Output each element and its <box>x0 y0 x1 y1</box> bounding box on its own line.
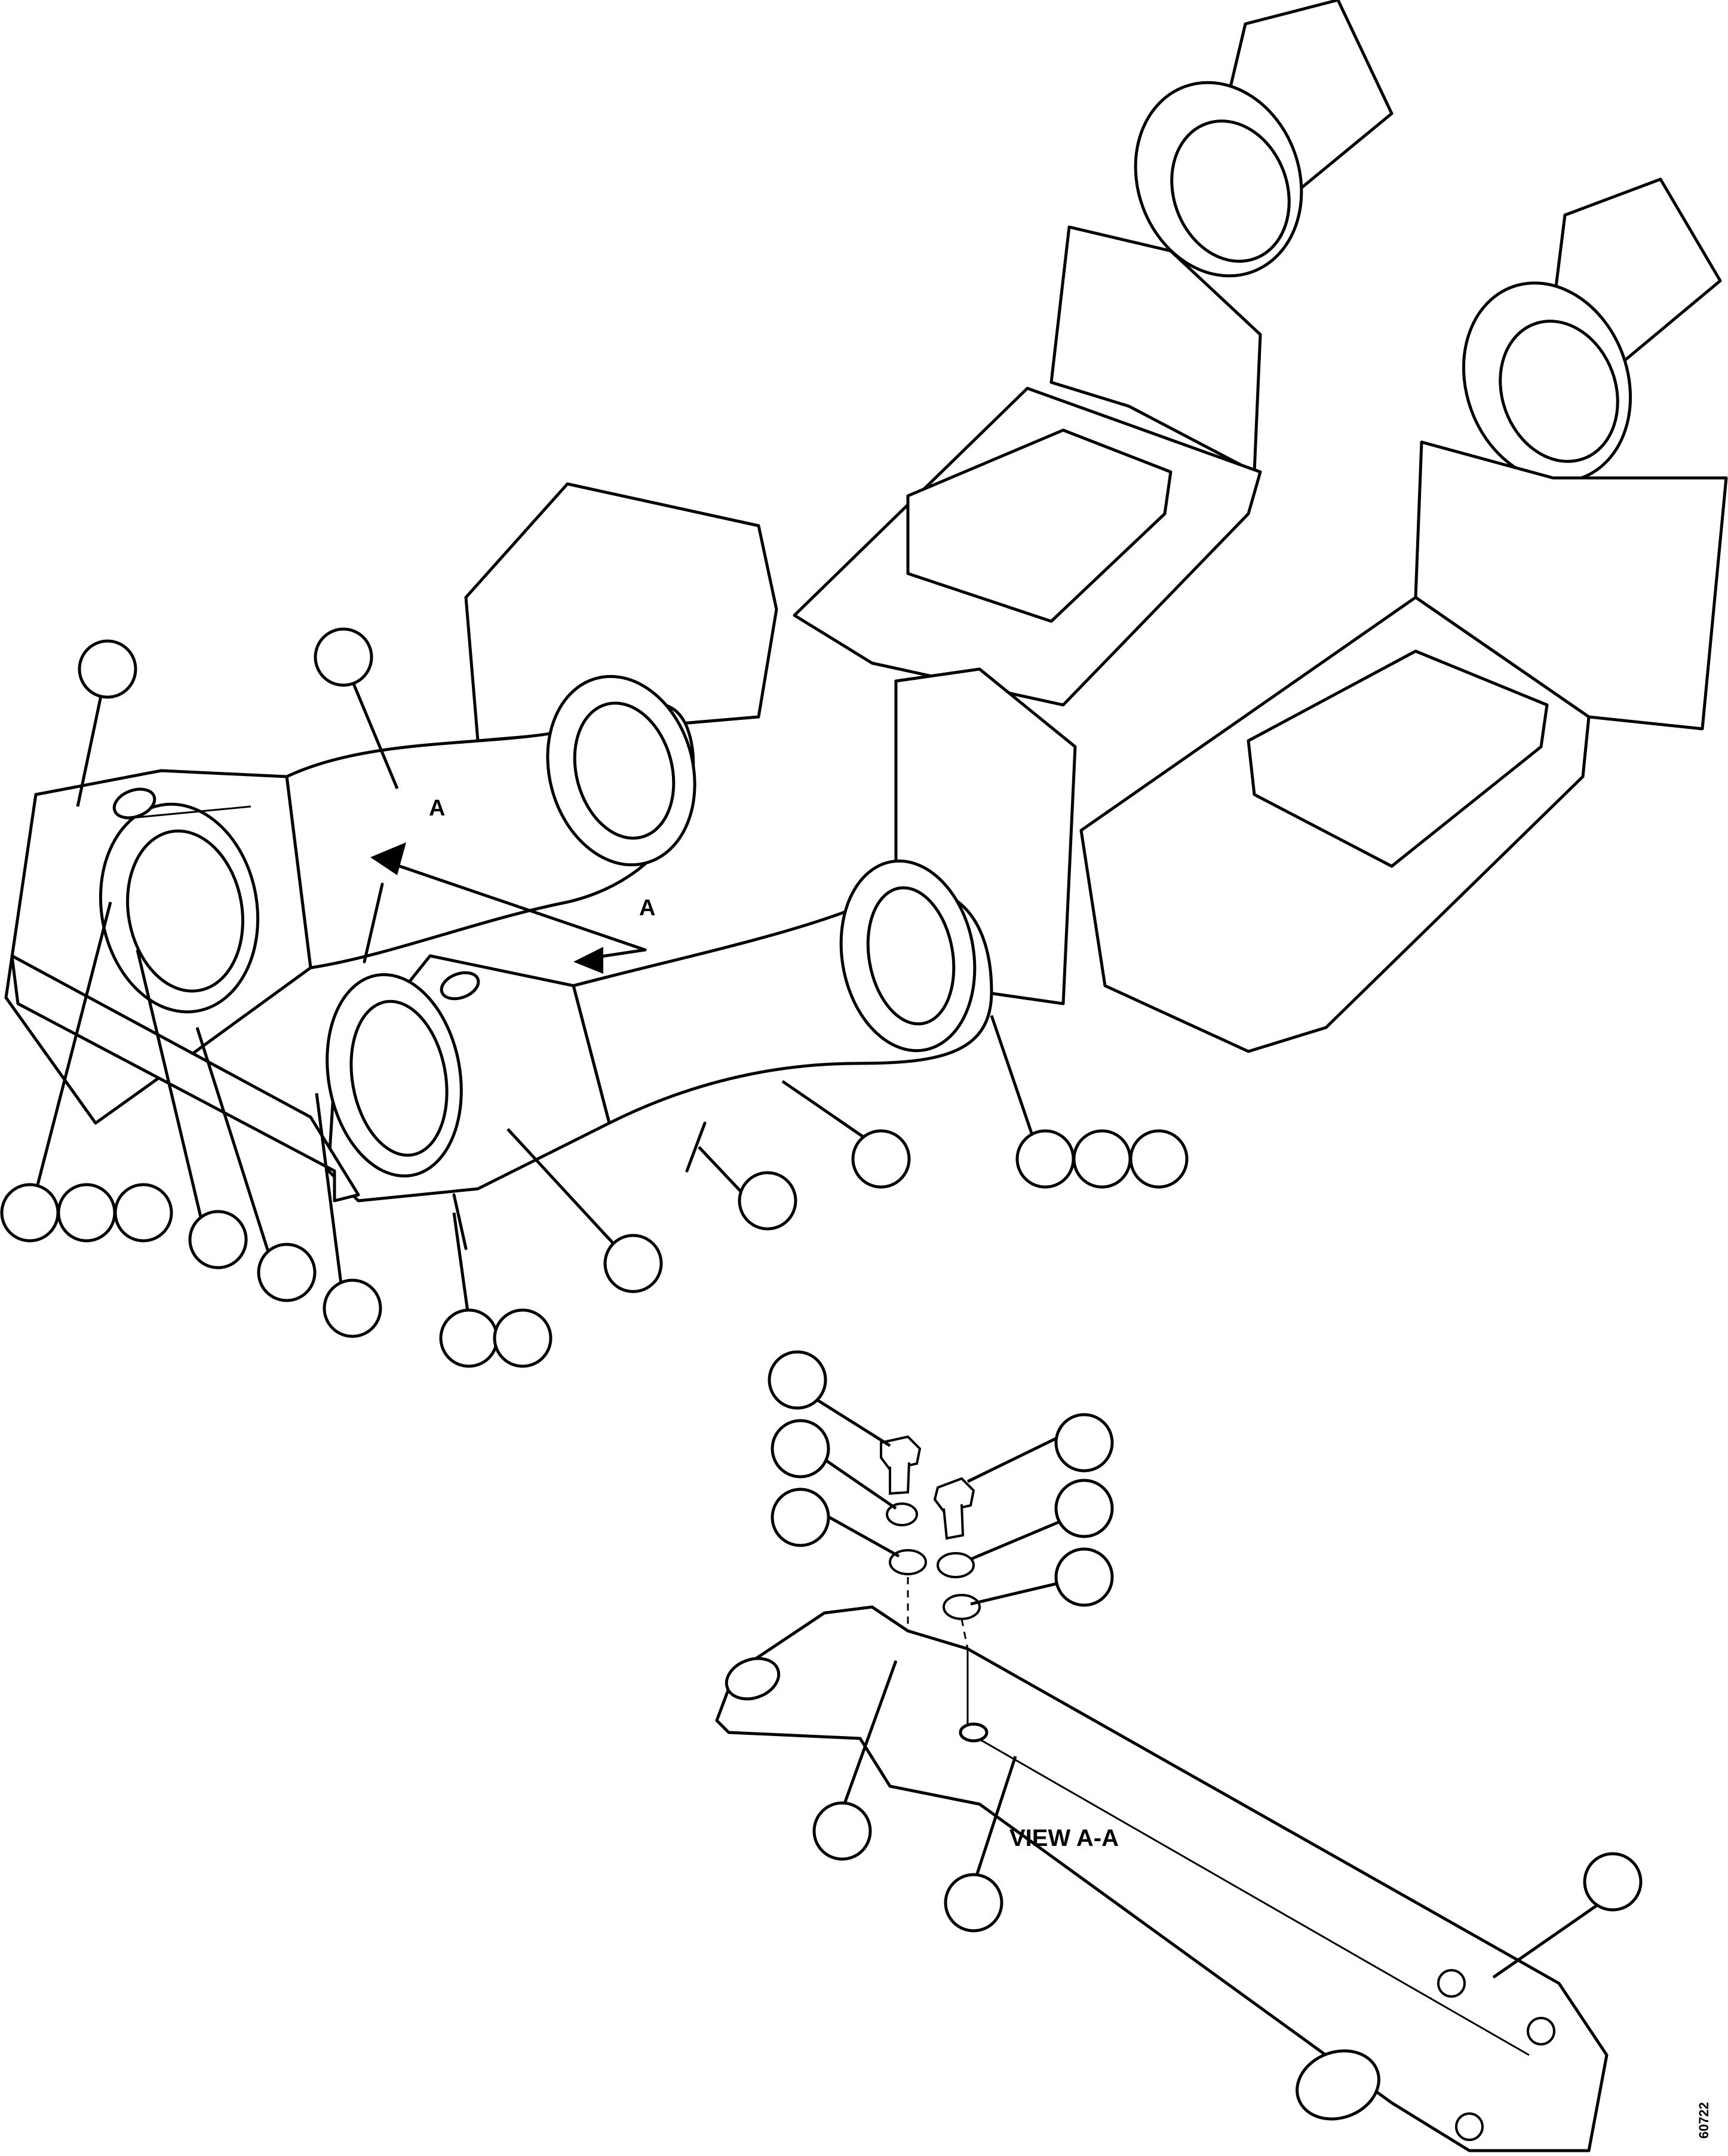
callout-balloon <box>323 1278 382 1338</box>
mounting-bracket <box>715 1605 1609 2152</box>
flange-upper <box>546 674 696 867</box>
callout-balloon <box>1583 1852 1643 1912</box>
callout-balloon <box>812 1801 872 1861</box>
callout-balloon <box>113 1183 173 1243</box>
callout-balloon <box>1054 1413 1114 1473</box>
callout-balloon <box>188 1210 248 1269</box>
callout-balloon <box>0 1183 60 1243</box>
view-arrows <box>370 842 647 974</box>
sensor-probe-upper <box>363 882 384 964</box>
callout-balloon <box>1054 1479 1114 1538</box>
callout-balloon <box>1054 1547 1114 1607</box>
bolt-2 <box>933 1477 975 1540</box>
sensor-probe-clip <box>452 1193 468 1250</box>
section-label-a-2: A <box>639 895 655 921</box>
view-aa-detail <box>715 1435 1609 2152</box>
callout-balloon <box>314 627 373 687</box>
callout-balloon <box>944 1873 1003 1933</box>
callout-balloon <box>1129 1129 1189 1189</box>
outlet-pipe-right <box>326 954 611 1203</box>
drawing-id: 60722 <box>1696 2102 1711 2139</box>
callout-balloon <box>771 1419 830 1479</box>
sensor-probe-lower <box>685 1121 707 1173</box>
callout-balloon <box>57 1183 116 1243</box>
pipe-assembly <box>4 674 993 1250</box>
callout-balloon <box>493 1308 553 1368</box>
callout-balloon <box>78 639 137 699</box>
washer-4 <box>943 1594 981 1620</box>
support-bar <box>10 954 360 1203</box>
callout-balloon <box>1015 1129 1075 1189</box>
callout-balloons <box>0 627 1643 1979</box>
flange-lower <box>839 859 977 1053</box>
callout-balloon <box>1072 1129 1132 1189</box>
callout-balloon <box>768 1350 827 1410</box>
callout-balloon <box>851 1129 911 1189</box>
callout-balloon <box>771 1488 830 1547</box>
callout-balloon <box>738 1171 797 1231</box>
upper-frame-assembly <box>464 0 1728 1053</box>
washer-3 <box>937 1552 975 1578</box>
section-label-a-1: A <box>429 796 445 821</box>
callout-balloon <box>439 1308 499 1368</box>
exhaust-stack-upper <box>1134 0 1394 278</box>
callout-balloon <box>603 1234 663 1293</box>
callout-balloon <box>257 1243 317 1302</box>
view-title: VIEW A-A <box>1009 1825 1119 1851</box>
bolt-1 <box>880 1435 922 1495</box>
